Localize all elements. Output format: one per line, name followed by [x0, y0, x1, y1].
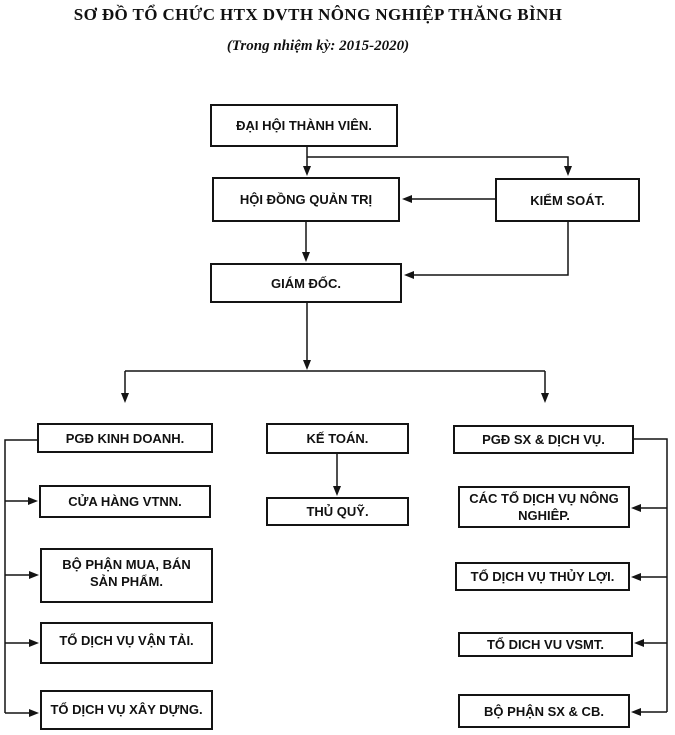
edge-daihoi-to-kiemsoat-arrow: [307, 156, 572, 176]
node-hoi-dong-quan-tri: HỘI ĐỒNG QUẢN TRỊ: [212, 177, 400, 222]
node-pgd-sx-dich-vu: PGĐ SX & DỊCH VỤ.: [453, 425, 634, 454]
left-spine-line: [4, 439, 37, 713]
node-bo-phan-mua-ban-san-pham: BỘ PHẬN MUA, BÁN SẢN PHẨM.: [40, 548, 213, 603]
node-to-dich-vu-vsmt: TỔ DICH VU VSMT.: [458, 632, 633, 657]
node-to-dich-vu-thuy-loi: TỔ DỊCH VỤ THỦY LỢI.: [455, 562, 630, 591]
node-to-dich-vu-van-tai: TỔ DỊCH VỤ VẬN TẢI.: [40, 622, 213, 664]
page-subtitle: (Trong nhiệm kỳ: 2015-2020): [226, 38, 410, 54]
node-giam-doc: GIÁM ĐỐC.: [210, 263, 402, 303]
node-bo-phan-sx-cb: BỘ PHẬN SX & CB.: [458, 694, 630, 728]
node-pgd-kinh-doanh: PGĐ KINH DOANH.: [37, 423, 213, 453]
node-kiem-soat: KIỂM SOÁT.: [495, 178, 640, 222]
edge-kiemsoat-to-giamdoc-arrow: [404, 222, 569, 279]
page-title: SƠ ĐỒ TỔ CHỨC HTX DVTH NÔNG NGHIỆP THĂNG…: [73, 5, 563, 24]
node-cua-hang-vtnn: CỬA HÀNG VTNN.: [39, 485, 211, 518]
node-to-dich-vu-xay-dung: TỔ DỊCH VỤ XÂY DỰNG.: [40, 690, 213, 730]
node-cac-to-dich-vu-nong-nghiep: CÁC TỔ DỊCH VỤ NÔNG NGHIÊP.: [458, 486, 630, 528]
node-ke-toan: KẾ TOÁN.: [266, 423, 409, 454]
right-spine-line: [634, 438, 668, 712]
node-dai-hoi-thanh-vien: ĐẠI HỘI THÀNH VIÊN.: [210, 104, 398, 147]
node-thu-quy: THỦ QUỸ.: [266, 497, 409, 526]
